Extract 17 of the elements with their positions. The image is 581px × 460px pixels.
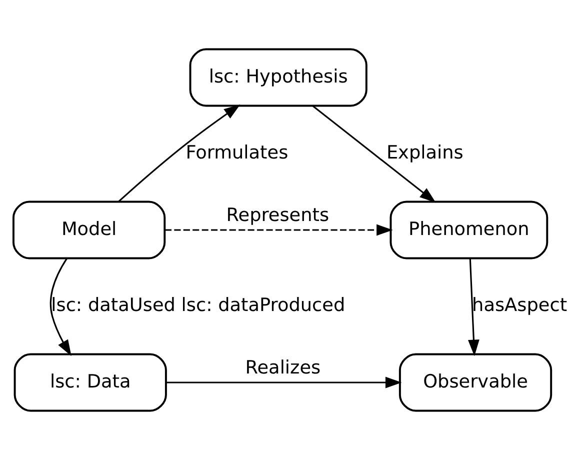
arrow bbox=[468, 258, 480, 356]
node-box: Model bbox=[12, 200, 166, 260]
arrow bbox=[50, 258, 72, 356]
arrow bbox=[165, 224, 393, 236]
edge-label: hasAspect bbox=[472, 295, 568, 316]
edge-label: Explains bbox=[386, 142, 464, 164]
node-box: lsc: Hypothesis bbox=[189, 48, 368, 107]
edge-label: Formulates bbox=[186, 142, 288, 164]
edge-label: lsc: dataUsed lsc: dataProduced bbox=[51, 295, 346, 316]
arrow bbox=[118, 104, 240, 202]
node-box: Observable bbox=[398, 353, 552, 412]
arrow bbox=[312, 105, 436, 203]
node-box: lsc: Data bbox=[14, 353, 167, 412]
edge-label: Realizes bbox=[245, 358, 321, 379]
arrow bbox=[166, 376, 402, 388]
edge-label: Represents bbox=[226, 205, 330, 226]
node-box: Phenomenon bbox=[390, 200, 548, 260]
